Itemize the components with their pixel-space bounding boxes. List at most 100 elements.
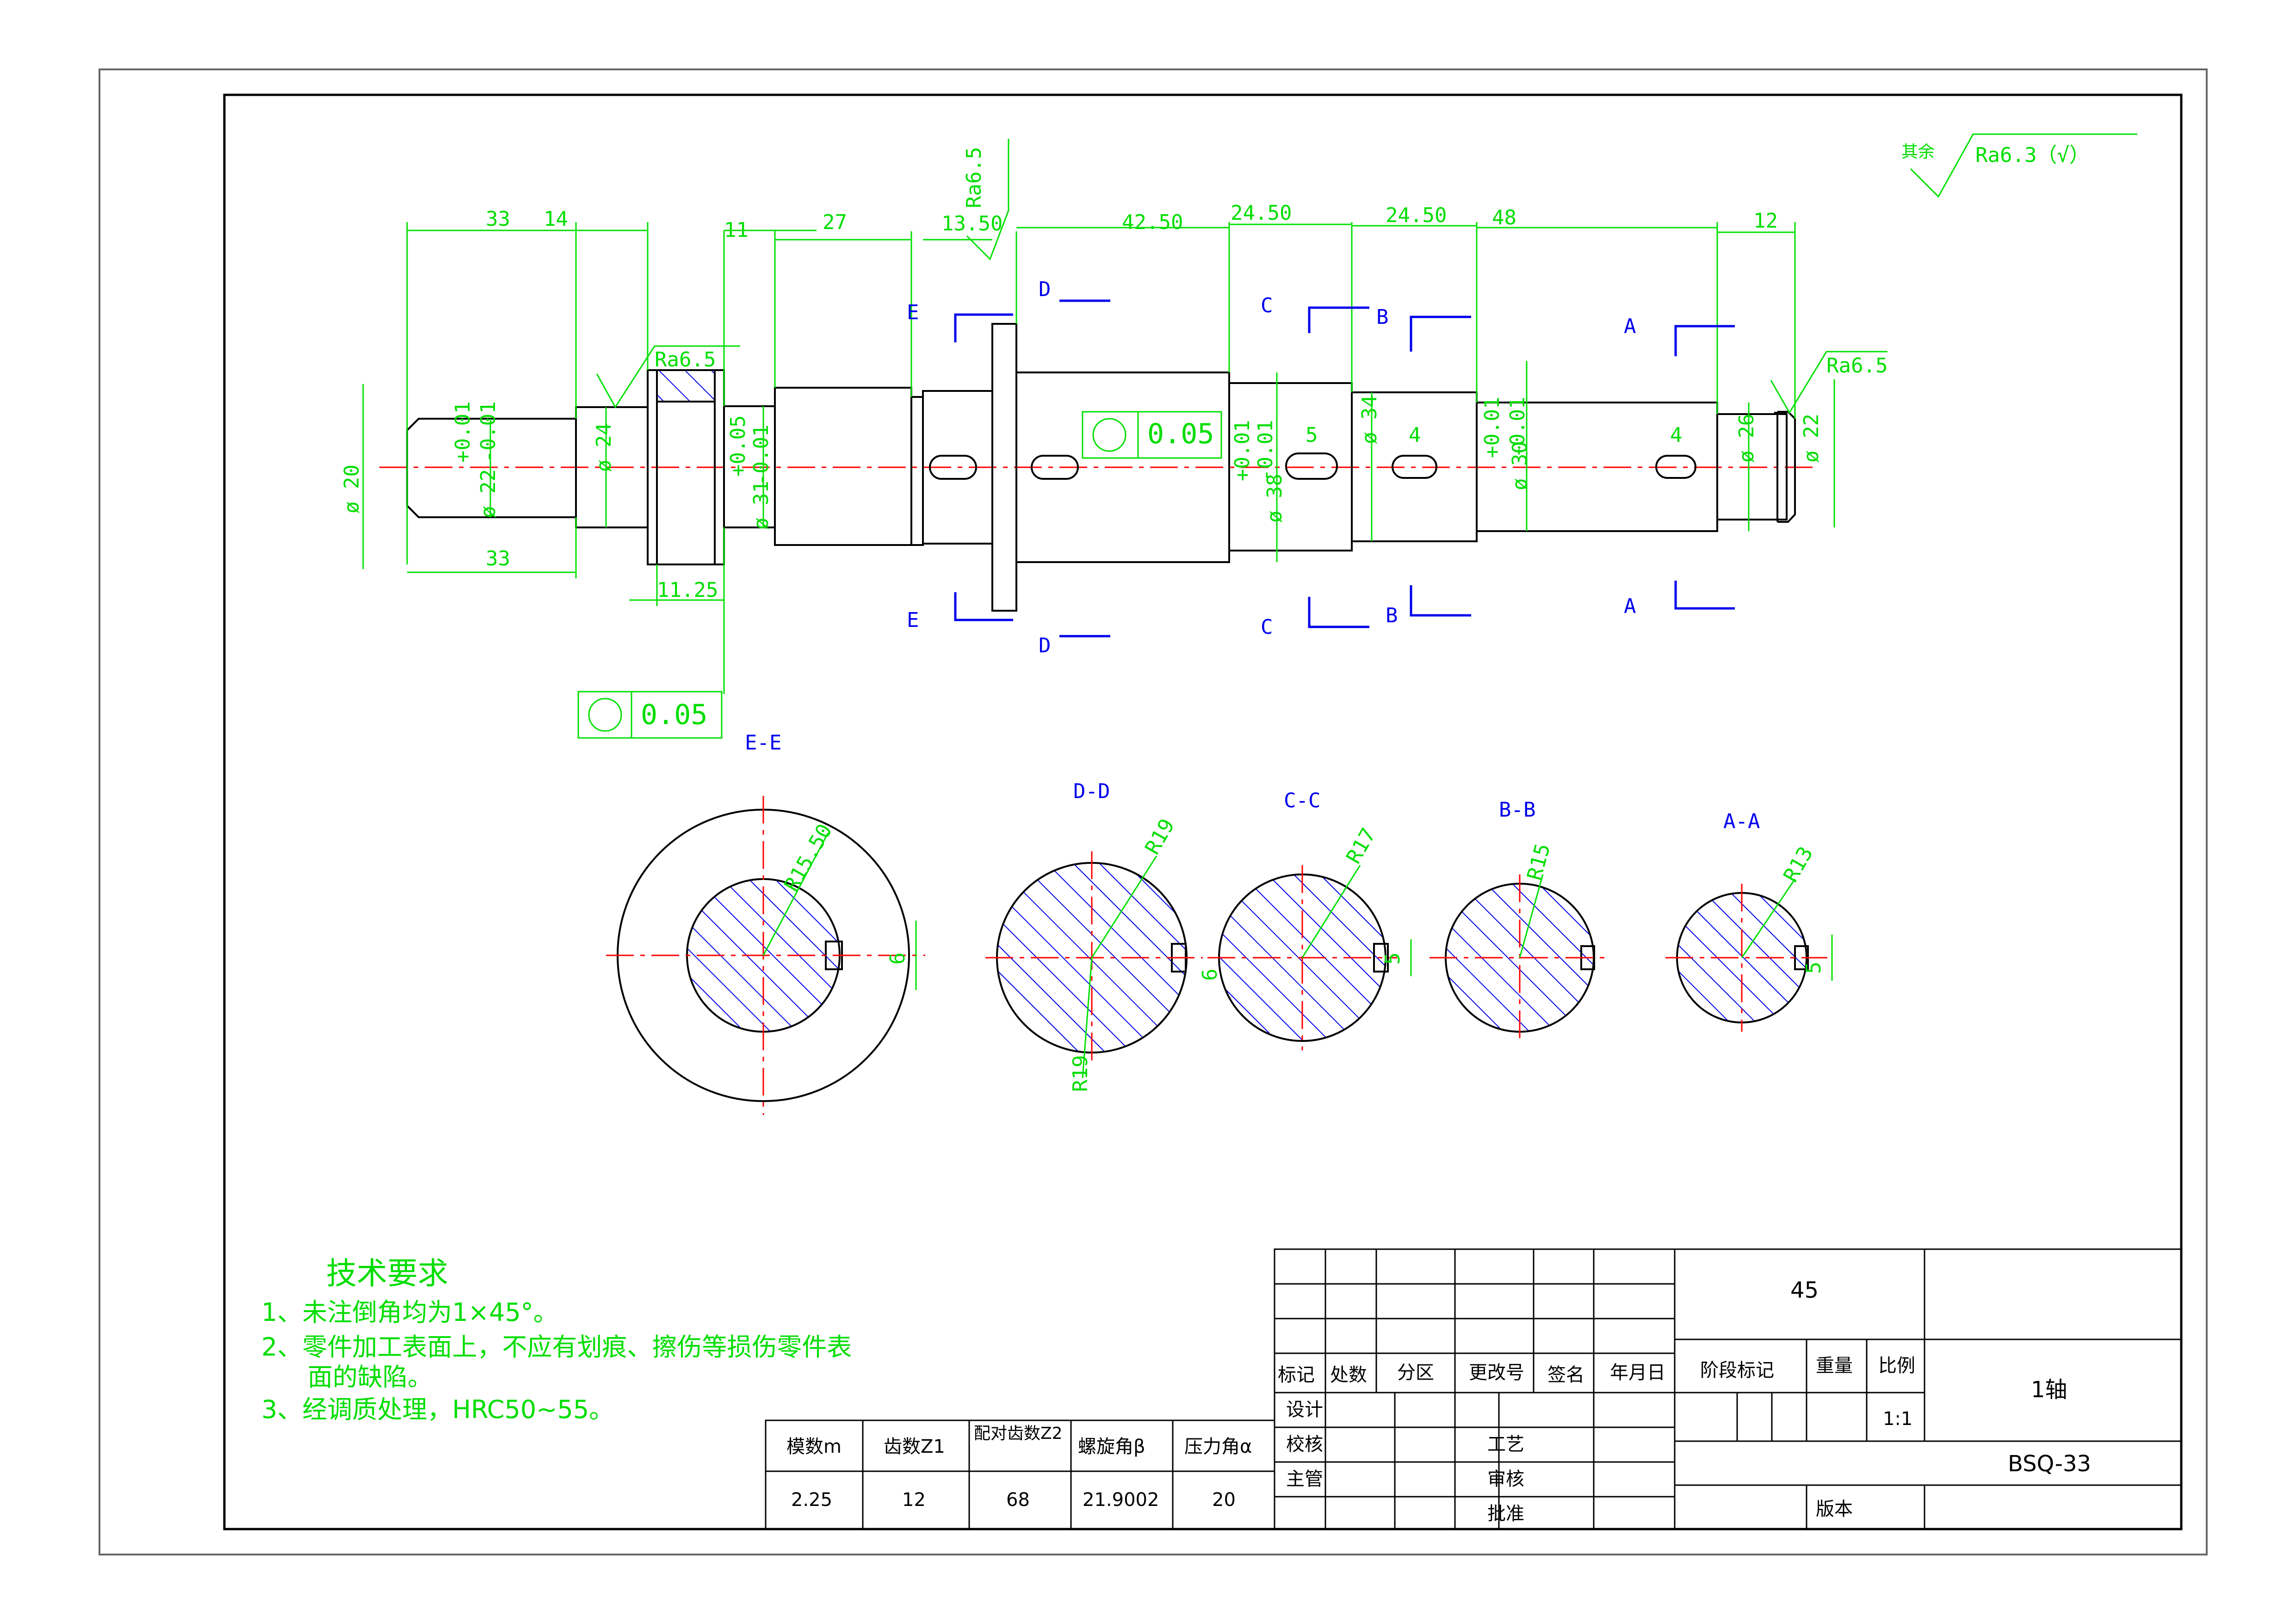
tb-design: 设计 [1286,1399,1323,1420]
dim-top-4: 13.50 [941,212,1003,235]
outer-border [99,68,2208,1555]
general-roughness-value: Ra6.3（√） [1975,143,2090,167]
marker-c-bottom: C [1261,615,1273,639]
tb-check: 校核 [1286,1434,1323,1455]
marker-a-bottom: A [1624,595,1636,618]
d-d-radius2: R19 [1069,1055,1092,1092]
dimension-texts: 33 14 11 27 13.50 42.50 24.50 24.50 48 1… [340,142,2090,731]
tb-weight: 重量 [1816,1355,1853,1376]
dia-3: -0.01 [477,402,500,463]
gear-v-2: 68 [1006,1489,1030,1511]
tb-count: 处数 [1330,1364,1367,1386]
gear-h-2: 配对齿数Z2 [974,1424,1063,1443]
e-e-key: 6 [886,953,910,965]
marker-e-bottom: E [907,608,919,632]
gear-v-1: 12 [902,1489,926,1511]
dim-bottom-1: 11.25 [657,578,718,602]
marker-d-top: D [1039,278,1051,301]
dim-bottom-0: 33 [486,547,510,570]
c-c-key: 6 [1198,969,1222,981]
ra-2: Ra6.5 [962,147,986,208]
tb-scale: 1:1 [1883,1408,1912,1430]
tb-zone: 分区 [1397,1362,1434,1383]
ra-0: Ra6.5 [655,348,716,372]
tb-process: 工艺 [1487,1434,1524,1455]
gear-h-3: 螺旋角β [1078,1436,1145,1457]
e-e-title: E-E [745,731,781,755]
tech-line-1: 1、未注倒角均为1×45°。 [261,1298,558,1327]
tol-0: 0.05 [1147,418,1214,450]
gear-table: 模数m 齿数Z1 配对齿数Z2 螺旋角β 压力角α 2.25 12 68 21.… [765,1419,1275,1530]
dia-14: -0.01 [1506,397,1529,458]
dia-15: ø 26 [1735,414,1758,463]
tb-approve: 批准 [1487,1503,1524,1524]
dia-4: ø 24 [592,423,616,472]
gear-v-4: 20 [1212,1489,1236,1511]
dim-top-0: 33 [486,207,510,231]
dia-16: ø 22 [1800,414,1823,463]
tech-requirements: 技术要求 1、未注倒角均为1×45°。 2、零件加工表面上，不应有划痕、擦伤等损… [261,1256,852,1424]
tb-review: 审核 [1487,1468,1524,1490]
title-block: 45 1轴 BSQ-33 1:1 标记 处数 分区 更改号 签名 年月日 阶段标… [1274,1248,2182,1530]
dim-top-2: 11 [724,218,749,242]
marker-e-top: E [907,301,919,324]
dim-top-7: 24.50 [1386,204,1447,227]
dia-10: -0.01 [1254,420,1277,481]
tb-edition: 版本 [1816,1499,1853,1520]
dia-9: +0.01 [1231,420,1254,481]
key-2: 4 [1670,423,1683,447]
e-e-radius: R15.50 [780,820,837,895]
marker-c-top: C [1261,294,1273,317]
tech-title: 技术要求 [326,1256,448,1291]
gear-h-1: 齿数Z1 [884,1436,945,1457]
dia-12: ø 30 [1508,441,1532,490]
tb-ratio: 比例 [1878,1355,1915,1376]
dia-1: ø 22 [477,469,500,518]
dim-top-3: 27 [823,211,847,234]
key-0: 5 [1306,423,1318,447]
dimension-lines [362,133,2137,739]
gear-h-0: 模数m [786,1436,842,1457]
a-a-radius: R13 [1779,842,1818,886]
c-c-radius: R17 [1342,824,1380,867]
b-b-title: B-B [1499,798,1535,822]
dim-top-8: 48 [1492,206,1516,229]
dia-8: ø 38 [1263,474,1287,523]
section-d-d: D-D R19 R19 [985,780,1203,1092]
gear-v-0: 2.25 [791,1489,832,1511]
tech-line-4: 3、经调质处理，HRC50~55。 [261,1395,614,1424]
tb-change: 更改号 [1469,1362,1524,1383]
tb-material: 45 [1790,1277,1819,1303]
tb-part-name: 1轴 [2031,1377,2067,1403]
dim-top-6: 24.50 [1231,201,1292,225]
marker-b-top: B [1376,305,1389,329]
tb-date: 年月日 [1610,1362,1665,1383]
tb-stage: 阶段标记 [1700,1360,1774,1381]
shaft-view [379,323,1813,612]
tb-sign: 签名 [1547,1364,1584,1386]
dim-top-9: 12 [1753,209,1778,233]
key-1: 4 [1409,423,1421,447]
dia-11: ø 34 [1358,395,1381,444]
dia-6: -0.01 [749,425,773,486]
gear-v-3: 21.9002 [1083,1489,1159,1511]
section-c-c: C-C R17 6 5 [1198,789,1412,1050]
tech-line-2: 2、零件加工表面上，不应有划痕、擦伤等损伤零件表 [261,1332,852,1362]
dia-5: +0.05 [726,415,750,477]
ra-1: Ra6.5 [1826,354,1888,378]
d-d-radius: R19 [1140,815,1179,858]
dim-top-5: 42.50 [1122,211,1183,234]
c-c-title: C-C [1284,789,1320,812]
section-a-a: A-A R13 5 [1665,810,1833,1032]
c-c-key2: 5 [1381,953,1405,965]
marker-a-top: A [1624,315,1636,338]
tb-chief: 主管 [1286,1468,1323,1490]
tb-mark: 标记 [1278,1364,1315,1386]
tech-line-3: 面的缺陷。 [308,1363,433,1392]
marker-b-bottom: B [1386,604,1398,627]
dia-13: +0.01 [1480,397,1504,458]
tol-1: 0.05 [641,699,708,731]
section-b-b: B-B R15 [1430,798,1610,1041]
dia-0: ø 20 [340,465,364,514]
